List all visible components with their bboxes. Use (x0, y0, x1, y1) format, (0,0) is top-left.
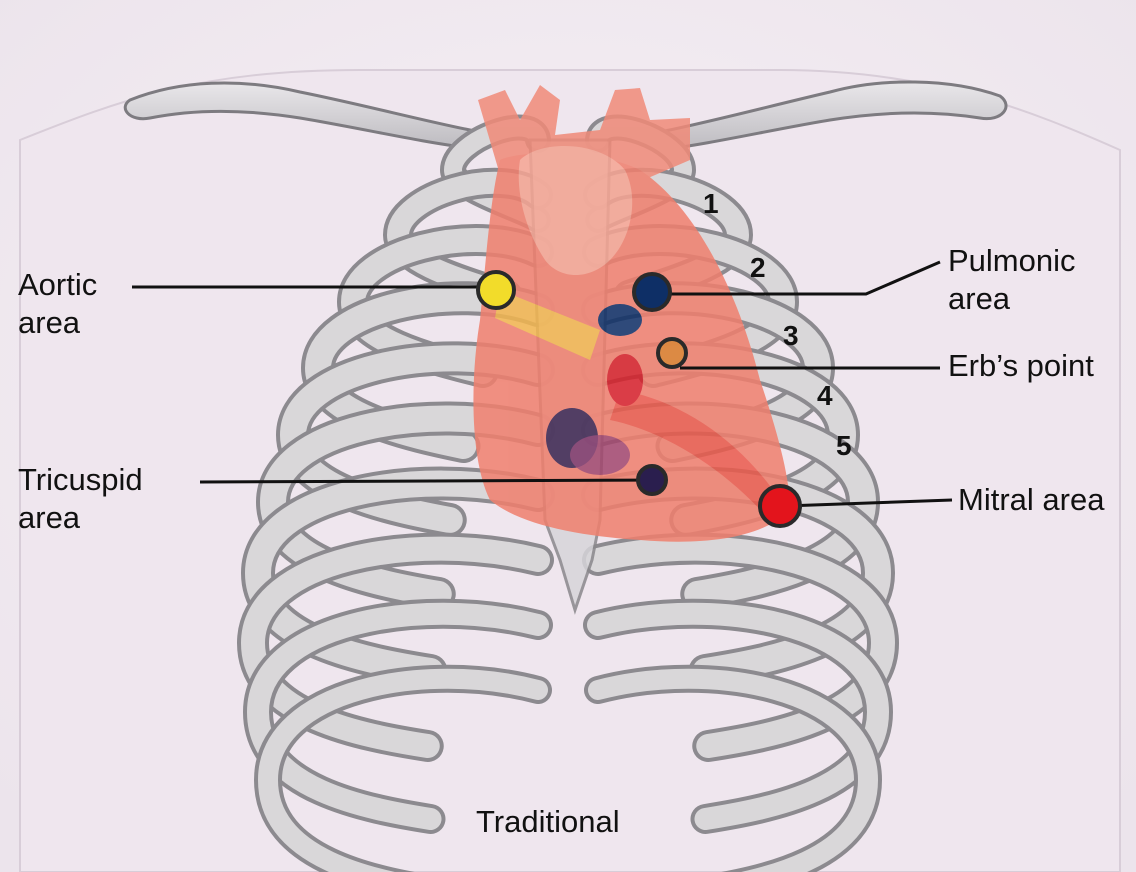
rib-number-4: 4 (817, 380, 833, 412)
aortic-area-point (478, 272, 514, 308)
aortic-label-line-1: Aortic (18, 266, 97, 304)
pulmonic-label-line-1: Pulmonic (948, 242, 1076, 280)
tricuspid-label-line-2: area (18, 499, 143, 537)
pulmonic-area-label: Pulmonic area (948, 242, 1076, 318)
erbs-point-marker (658, 339, 686, 367)
tricuspid-valve-shape (570, 435, 630, 475)
caption: Traditional (476, 803, 620, 841)
erbs-point-label: Erb’s point (948, 347, 1094, 385)
aortic-area-label: Aortic area (18, 266, 97, 342)
pulmonic-label-line-2: area (948, 280, 1076, 318)
rib-number-5: 5 (836, 430, 852, 462)
tricuspid-leader (200, 480, 652, 482)
tricuspid-area-point (638, 466, 666, 494)
rib-number-2: 2 (750, 252, 766, 284)
rib-number-3: 3 (783, 320, 799, 352)
mitral-valve-shape (607, 354, 643, 406)
pulmonary-valve-lower (598, 304, 642, 336)
rib-number-1: 1 (703, 188, 719, 220)
mitral-area-point (760, 486, 800, 526)
tricuspid-label-line-1: Tricuspid (18, 461, 143, 499)
aortic-label-line-2: area (18, 304, 97, 342)
mitral-area-label: Mitral area (958, 481, 1104, 519)
pulmonic-area-point (634, 274, 670, 310)
tricuspid-area-label: Tricuspid area (18, 461, 143, 537)
